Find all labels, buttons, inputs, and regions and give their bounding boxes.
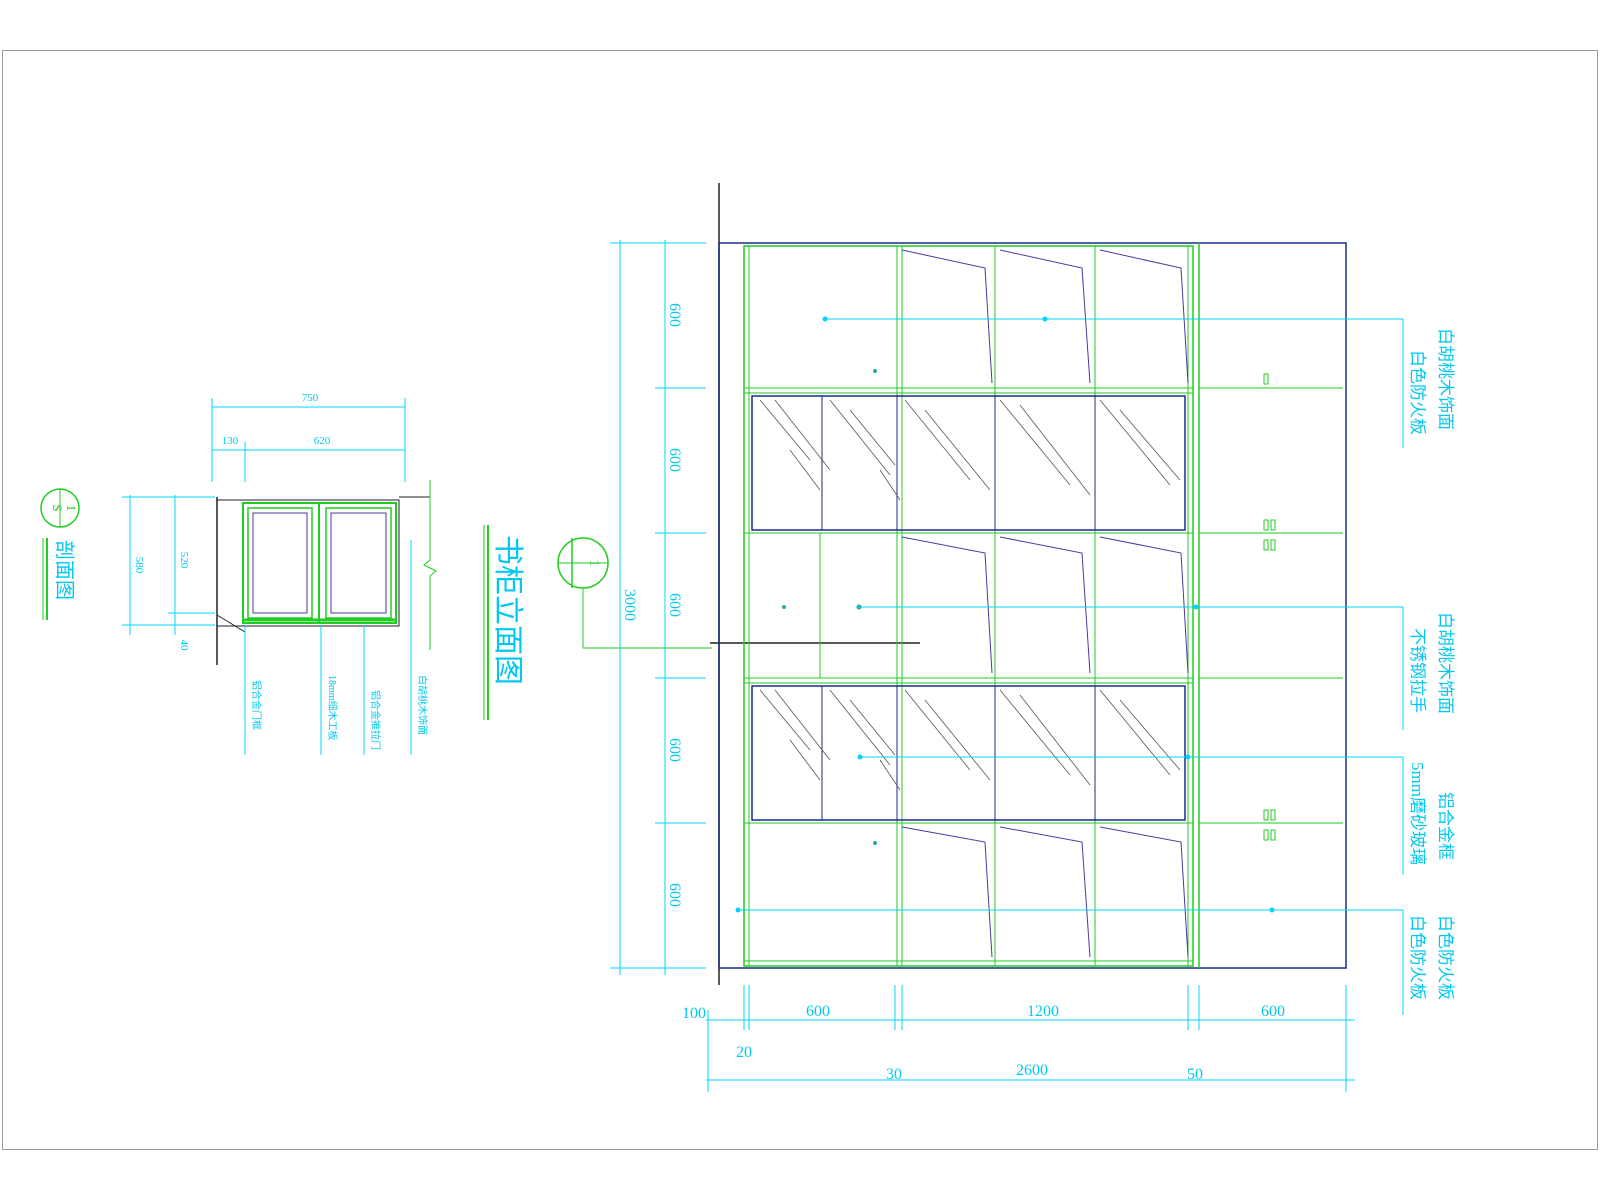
callout-3-line1: 铝合金框	[1436, 792, 1455, 860]
section-title-group: 剖面图	[42, 538, 76, 620]
dim-20: 20	[736, 1044, 752, 1061]
callout-1-line1: 白胡桃木饰面	[1436, 328, 1455, 430]
dim-50: 50	[1187, 1066, 1203, 1083]
section-callout-1: 铝合金门框	[250, 680, 263, 730]
section-title: 剖面图	[53, 540, 76, 600]
elevation-bottom-dims: 100 20 600 1200 600 30 2600 50	[682, 985, 1355, 1092]
bookcase-elevation	[718, 183, 1347, 985]
elevation-callouts: 白胡桃木饰面 白色防火板 白胡桃木饰面 不锈钢拉手 铝合金框 5mm磨砂玻璃 白…	[735, 316, 1455, 1015]
dim-1200: 1200	[1027, 1003, 1059, 1020]
section-dim-620: 620	[314, 435, 331, 447]
dim-100: 100	[682, 1005, 706, 1022]
row-height-3: 600	[666, 593, 683, 617]
elevation-title: 书柜立面图	[491, 535, 524, 685]
callout-2-line1: 白胡桃木饰面	[1436, 612, 1455, 714]
row-height-1: 600	[666, 303, 683, 327]
section-dim-750: 750	[302, 392, 319, 404]
row-height-2: 600	[666, 448, 683, 472]
dim-2600: 2600	[1016, 1062, 1048, 1079]
elevation-title-group: 书柜立面图	[483, 525, 524, 720]
section-callout-2: 18mm细木工板	[326, 675, 339, 741]
frosted-glass-panel-lower	[751, 685, 1186, 821]
section-dim-520: 520	[178, 552, 190, 569]
section-view: 750 130 620 580 520 40 铝合金门框 18mm细	[122, 392, 437, 755]
dim-600-left: 600	[806, 1003, 830, 1020]
row-height-4: 600	[666, 738, 683, 762]
section-callout-4: 白胡桃木饰面	[416, 675, 429, 735]
section-cut-marker: 1	[557, 537, 920, 649]
section-callout-3: 铝合金推拉门	[369, 690, 382, 750]
dim-600-right: 600	[1261, 1003, 1285, 1020]
callout-1-line2: 白色防火板	[1408, 350, 1427, 435]
callout-2-line2: 不锈钢拉手	[1408, 628, 1427, 713]
section-dim-130: 130	[222, 435, 239, 447]
callout-4-line1: 白色防火板	[1436, 915, 1455, 1000]
callout-4-line2: 白色防火板	[1408, 915, 1427, 1000]
section-cut-number: 1	[586, 560, 601, 567]
elevation-left-dims: 600 600 600 600 600 3000	[610, 240, 706, 975]
section-symbol-letter: S	[50, 504, 65, 511]
section-dim-580: 580	[133, 557, 145, 574]
drawing-frame	[2, 50, 1598, 1150]
section-symbol: 1 S	[40, 488, 80, 528]
section-symbol-number: 1	[64, 505, 79, 512]
total-height: 3000	[621, 589, 638, 621]
section-dim-40: 40	[178, 640, 190, 652]
row-height-5: 600	[666, 883, 683, 907]
frosted-glass-panel-upper	[751, 395, 1186, 531]
dim-30: 30	[886, 1066, 902, 1083]
callout-3-line2: 5mm磨砂玻璃	[1408, 762, 1427, 865]
